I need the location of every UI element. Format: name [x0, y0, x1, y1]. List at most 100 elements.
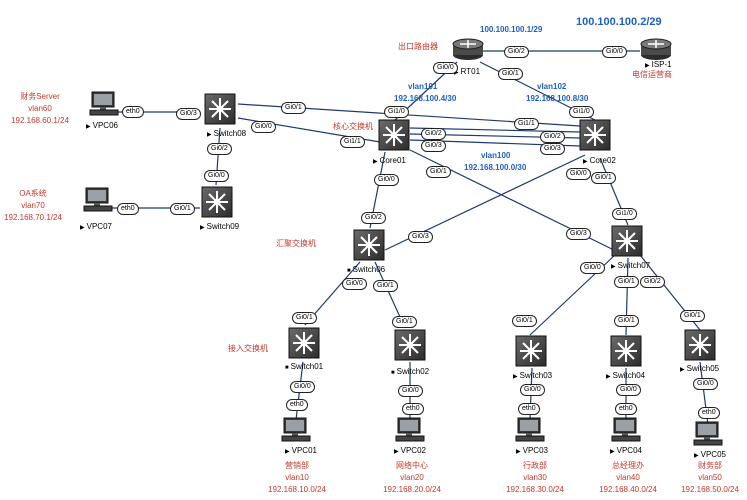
sw05-gi00-port: Gi0/0	[693, 378, 718, 390]
aggregation-switch-label: 汇聚交换机	[276, 239, 316, 248]
switch02-label: ■Switch02	[391, 367, 430, 377]
switch06-label: ■Switch06	[347, 265, 386, 275]
oa-net: 192.168.70.1/24	[4, 213, 62, 222]
switch06-icon[interactable]	[353, 229, 385, 261]
sw04-gi00-port: Gi0/0	[616, 384, 641, 396]
vlan100-net: 192.168.100.0/30	[464, 163, 527, 172]
vpc03-label: ▶VPC03	[516, 446, 548, 456]
netcenter-name: 网络中心	[396, 461, 428, 470]
sw09-gi01-port: Gi0/1	[170, 203, 195, 215]
switch02-icon[interactable]	[394, 329, 426, 361]
vpc06-label: ▶VPC06	[86, 121, 118, 131]
vpc03-icon[interactable]	[515, 417, 545, 442]
isp1-label: ▶ISP-1	[645, 60, 672, 70]
switch04-icon[interactable]	[610, 335, 642, 367]
sw06-gi02-port: Gi0/2	[361, 212, 386, 224]
admin-net: 192.168.30.0/24	[506, 485, 564, 494]
sales-name: 营销部	[285, 461, 309, 470]
switch08-icon[interactable]	[204, 93, 236, 125]
switch01-icon[interactable]	[288, 327, 320, 359]
switch09-label: ▶Switch09	[200, 222, 240, 232]
finance-server-net: 192.168.60.1/24	[11, 116, 69, 125]
sw06-gi01-port: Gi0/1	[373, 280, 398, 292]
core-switch-label: 核心交换机	[333, 122, 373, 131]
core01-gi11-port: Gi1/1	[340, 136, 365, 148]
vpc07-label: ▶VPC07	[80, 222, 112, 232]
switch03-icon[interactable]	[515, 335, 547, 367]
sales-net: 192.168.10.0/24	[268, 485, 326, 494]
core02-label: ▶Core02	[583, 156, 616, 166]
export-router-label: 出口路由器	[398, 42, 438, 51]
finance-name: 财务部	[698, 461, 722, 470]
core01-gi03-port: Gi0/3	[421, 140, 446, 152]
sales-vlan: vlan10	[285, 473, 309, 482]
core02-gi11-port: Gi1/1	[514, 118, 539, 130]
finance-vlan: vlan50	[698, 473, 722, 482]
router-icon[interactable]	[452, 38, 484, 60]
oa-vlan: vlan70	[21, 201, 45, 210]
vpc06-icon[interactable]	[89, 91, 119, 116]
access-switch-label: 接入交换机	[228, 344, 268, 353]
core01-gi00-port: Gi0/0	[374, 174, 399, 186]
gm-vlan: vlan40	[616, 473, 640, 482]
sw07-gi02-port: Gi0/2	[640, 276, 665, 288]
rt-gi01-port: Gi0/1	[498, 68, 523, 80]
vpc01-icon[interactable]	[281, 417, 311, 442]
gm-net: 192.168.40.0/24	[599, 485, 657, 494]
core02-gi01-port: Gi0/1	[591, 172, 616, 184]
sw08-gi03-port: Gi0/3	[176, 108, 201, 120]
core02-gi03-port: Gi0/3	[540, 143, 565, 155]
vpc04-eth0-port: eth0	[615, 403, 637, 415]
vpc05-label: ▶VPC05	[694, 450, 726, 460]
sw03-gi00-port: Gi0/0	[520, 384, 545, 396]
core01-icon[interactable]	[378, 119, 410, 151]
core01-label: ▶Core01	[373, 156, 406, 166]
vpc04-label: ▶VPC04	[610, 446, 642, 456]
gm-name: 总经理办	[612, 461, 644, 470]
vpc07-icon[interactable]	[83, 187, 113, 212]
rt-gi00-port: Gi0/0	[433, 62, 458, 74]
admin-vlan: vlan30	[523, 473, 547, 482]
rt-isp-right-ip: 100.100.100.2/29	[576, 16, 662, 28]
switch09-icon[interactable]	[201, 186, 233, 218]
finance-net: 192.168.50.0/24	[681, 485, 739, 494]
sw09-gi00-port: Gi0/0	[204, 170, 229, 182]
vpc05-icon[interactable]	[693, 421, 723, 446]
rt-gi02-port: Gi0/2	[504, 46, 529, 58]
finance-server-name: 财务Server	[20, 92, 60, 101]
core01-gi02-port: Gi0/2	[421, 128, 446, 140]
switch07-icon[interactable]	[611, 225, 643, 257]
sw06-gi03-port: Gi0/3	[408, 231, 433, 243]
switch08-label: ▶Switch08	[207, 129, 247, 139]
vpc07-eth0-port: eth0	[117, 203, 139, 215]
rt-isp-left-ip: 100.100.100.1/29	[480, 25, 543, 34]
netcenter-vlan: vlan20	[400, 473, 424, 482]
isp-router-icon[interactable]	[640, 38, 672, 60]
switch05-label: ▶Switch05	[680, 364, 720, 374]
core01-gi01-port: Gi0/1	[426, 166, 451, 178]
vlan102-net: 192.168.100.8/30	[526, 94, 589, 103]
sw08-gi02-port: Gi0/2	[207, 143, 232, 155]
vlan100-label: vlan100	[481, 151, 511, 160]
vlan101-label: vlan101	[408, 82, 438, 91]
core02-icon[interactable]	[579, 119, 611, 151]
sw07-gi01-port: Gi0/1	[614, 276, 639, 288]
sw01-gi01-port: Gi0/1	[292, 312, 317, 324]
sw05-gi01-port: Gi0/1	[680, 310, 705, 322]
finance-server-vlan: vlan60	[28, 104, 52, 113]
vpc02-icon[interactable]	[395, 417, 425, 442]
core01-gi10-port: Gi1/0	[384, 106, 409, 118]
sw07-gi03-port: Gi0/3	[566, 228, 591, 240]
core02-gi00-port: Gi0/0	[566, 168, 591, 180]
switch03-label: ▶Switch03	[513, 371, 553, 381]
core02-gi02-port: Gi0/2	[540, 131, 565, 143]
vpc02-eth0-port: eth0	[402, 403, 424, 415]
sw08-gi01-port: Gi0/1	[281, 102, 306, 114]
sw02-gi00-port: Gi0/0	[398, 385, 423, 397]
vpc04-icon[interactable]	[611, 417, 641, 442]
oa-name: OA系统	[19, 189, 47, 198]
isp-name-label: 电信运营商	[632, 70, 672, 79]
switch07-label: ▶Switch07	[611, 261, 651, 271]
switch05-icon[interactable]	[684, 329, 716, 361]
vpc01-label: ▶VPC01	[285, 446, 317, 456]
